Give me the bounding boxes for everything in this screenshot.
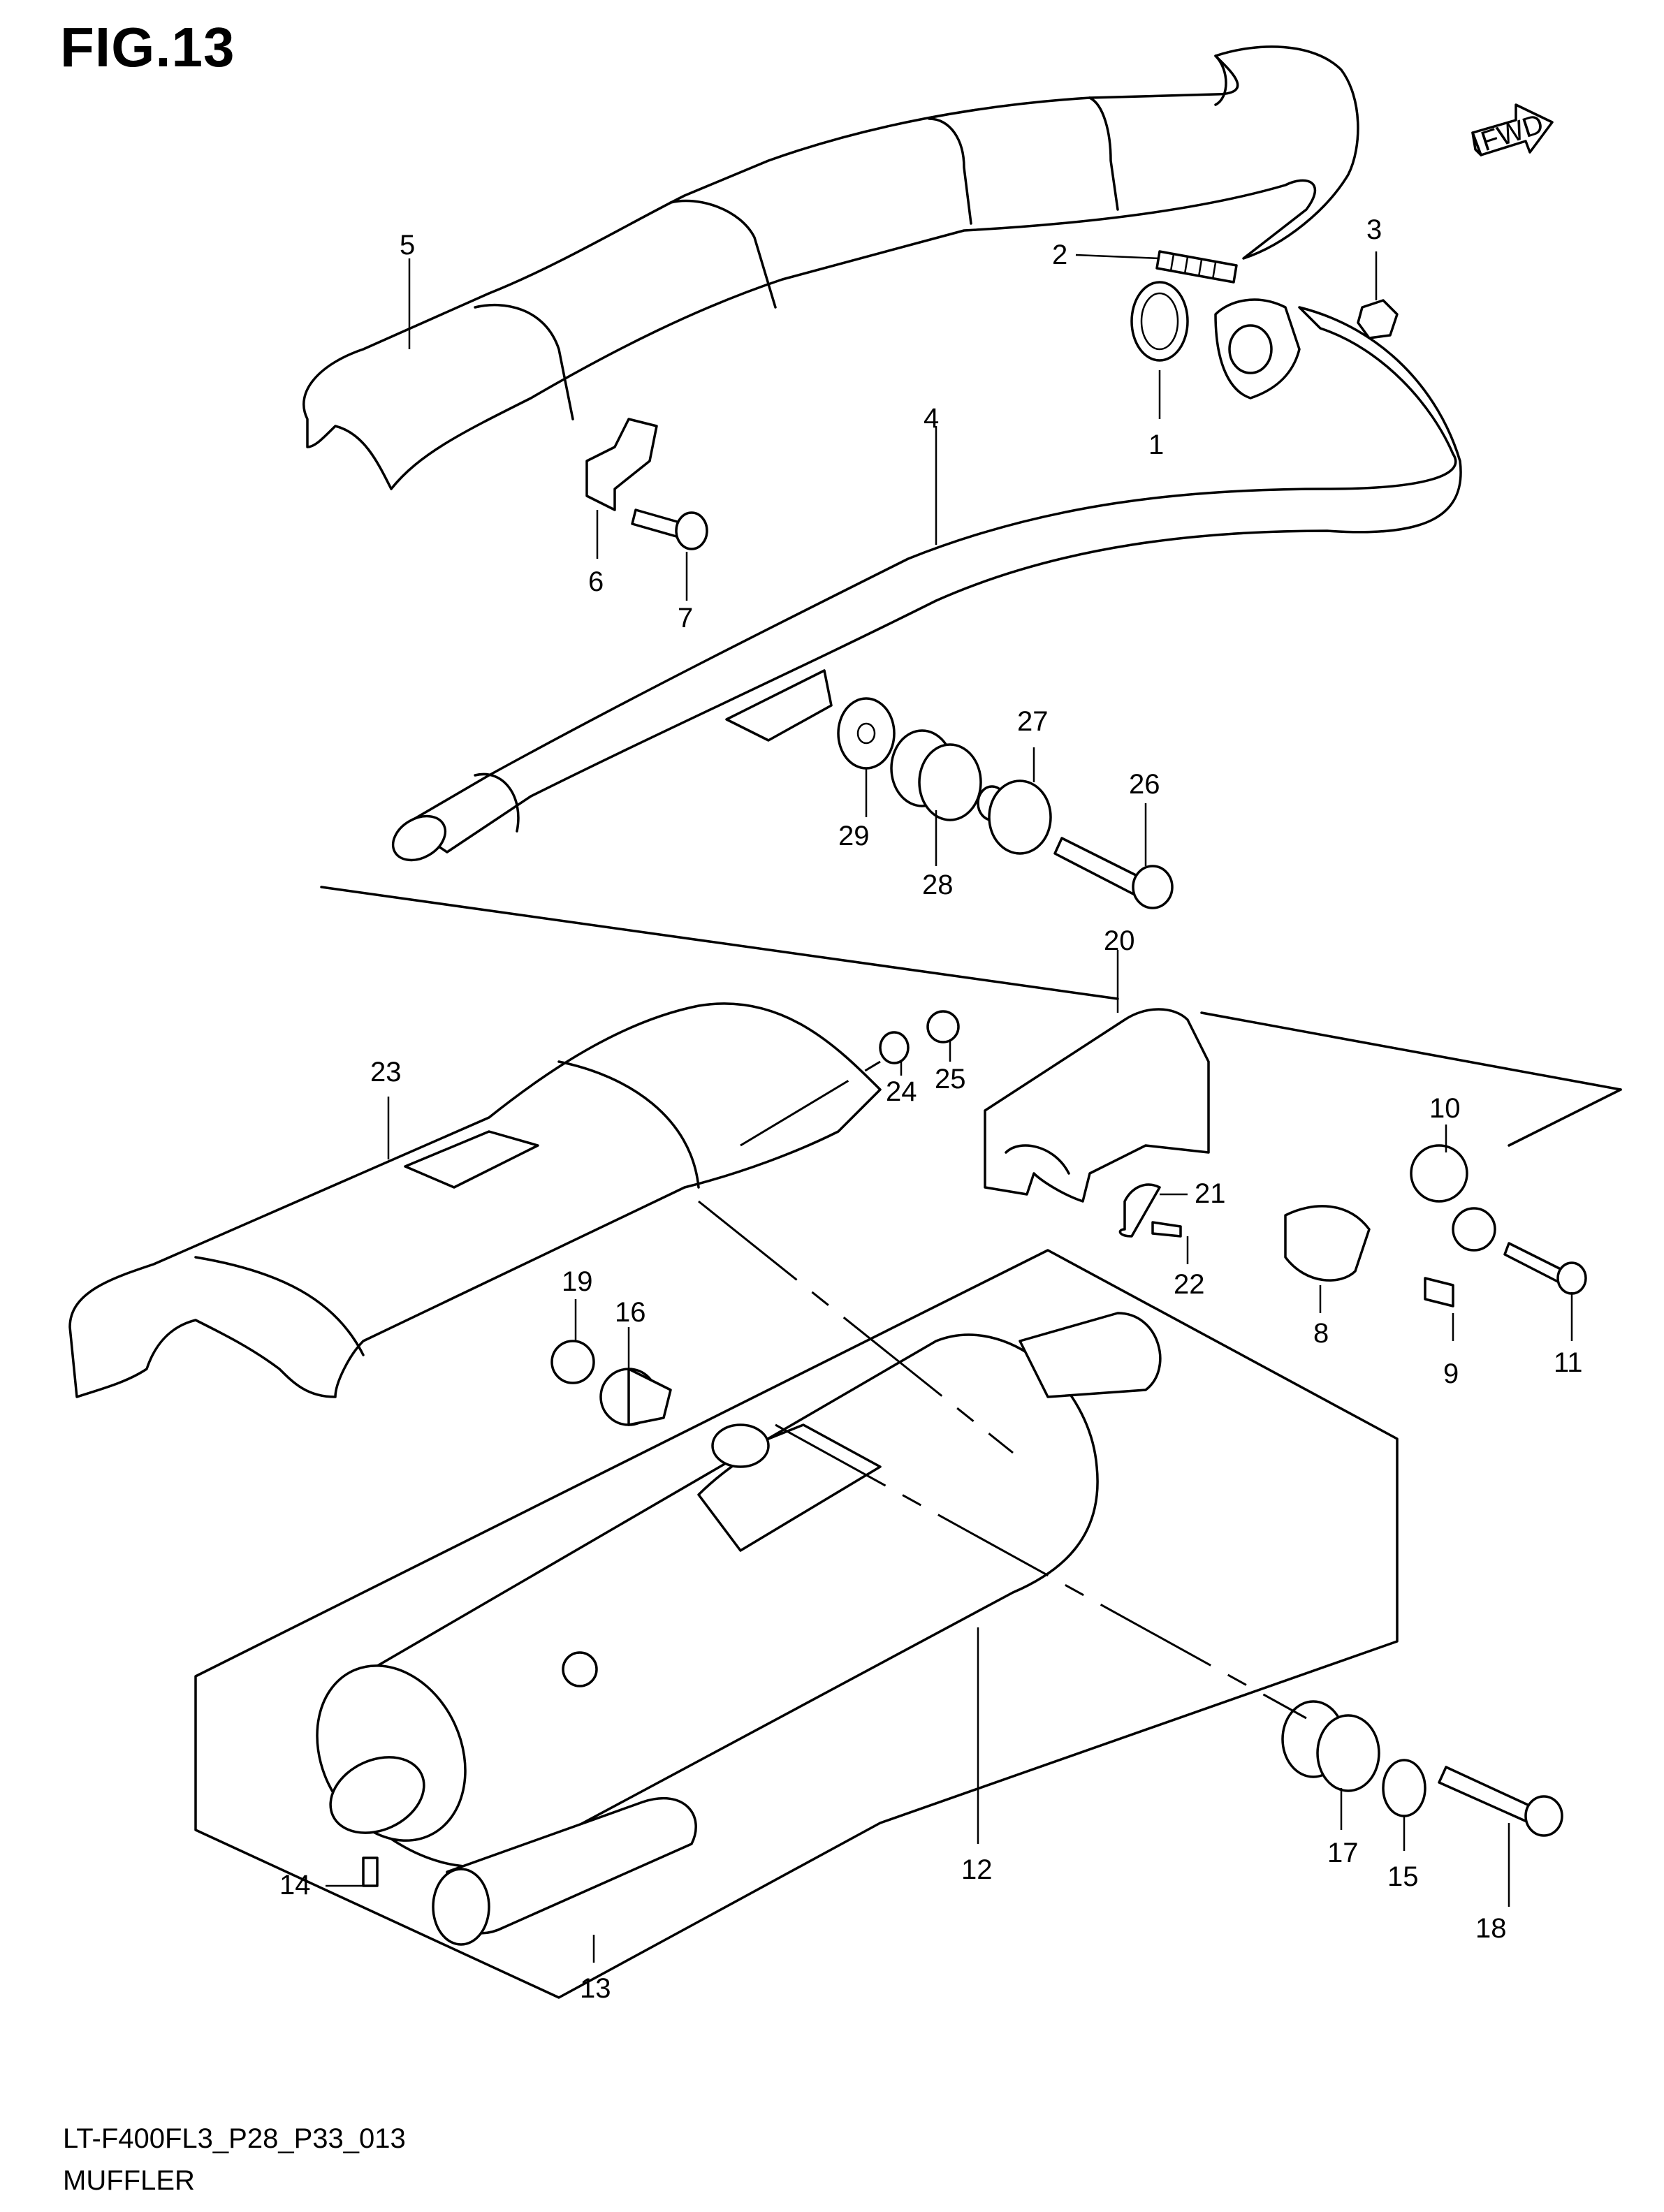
callout-14: 14 [279,1870,311,1900]
nut [1357,299,1399,339]
callout-11: 11 [1554,1347,1583,1378]
grommet [926,1010,960,1043]
callout-4: 4 [924,403,939,434]
grommet [550,1340,595,1384]
diagram-code: LT-F400FL3_P28_P33_013 [63,2123,406,2154]
exhaust-flange [1214,298,1301,400]
diagram-name: MUFFLER [63,2165,195,2196]
callout-12: 12 [961,1854,993,1885]
callout-9: 9 [1443,1358,1459,1389]
screw [1151,1221,1182,1238]
muffler-assembly-outline [194,1249,1399,1999]
pipe-cover [984,1008,1210,1203]
bushing [1281,1700,1380,1792]
callout-21: 21 [1195,1178,1226,1209]
callout-1: 1 [1148,430,1164,460]
callout-6: 6 [588,566,604,597]
callout-27: 27 [1017,706,1049,737]
callout-2: 2 [1052,240,1067,270]
callout-labels: 1 2 3 4 5 6 7 8 9 10 11 12 13 14 15 16 1… [279,214,1583,2004]
callout-22: 22 [1174,1269,1205,1300]
spacer [1424,1277,1454,1308]
callout-24: 24 [886,1076,917,1107]
callout-26: 26 [1129,769,1160,800]
callout-23: 23 [370,1057,402,1087]
spark-arrester [432,1797,697,1946]
mount-bolt [1438,1766,1563,1837]
callout-16: 16 [615,1297,646,1328]
fig-title: FIG.13 [60,16,235,78]
callout-29: 29 [838,821,870,851]
fwd-arrow-icon: FWD [1471,103,1554,157]
callout-28: 28 [922,870,954,900]
stud-bolt [1155,250,1238,284]
clip [1118,1183,1161,1238]
clamp-bolt [1503,1242,1587,1295]
screw [362,1856,379,1887]
callout-18: 18 [1475,1913,1507,1944]
collar [977,779,1052,855]
muffler-cover [68,1002,882,1398]
heat-shield-upper [302,45,1359,490]
collar [599,1368,672,1426]
bracket [585,418,658,511]
callout-8: 8 [1313,1318,1329,1349]
bolt [631,508,708,550]
exhaust-gasket [1284,1205,1371,1282]
callout-19: 19 [562,1266,593,1297]
mount-bolt [1053,837,1174,909]
fwd-label: FWD [1477,108,1547,157]
callout-15: 15 [1387,1861,1419,1892]
callout-20: 20 [1104,925,1135,956]
callout-7: 7 [678,603,693,633]
callout-13: 13 [580,1973,611,2004]
clamp [1410,1144,1496,1252]
exhaust-pipe [391,306,1462,862]
callout-10: 10 [1429,1093,1461,1124]
callout-3: 3 [1366,214,1382,245]
leader-lines [326,251,1573,1963]
muffler-body [316,1312,1162,1868]
washer [879,1031,910,1064]
callout-5: 5 [400,230,415,261]
washer [1382,1759,1426,1817]
washer [837,697,896,770]
callout-25: 25 [935,1064,966,1094]
callout-17: 17 [1327,1838,1359,1868]
bushing [890,729,982,821]
